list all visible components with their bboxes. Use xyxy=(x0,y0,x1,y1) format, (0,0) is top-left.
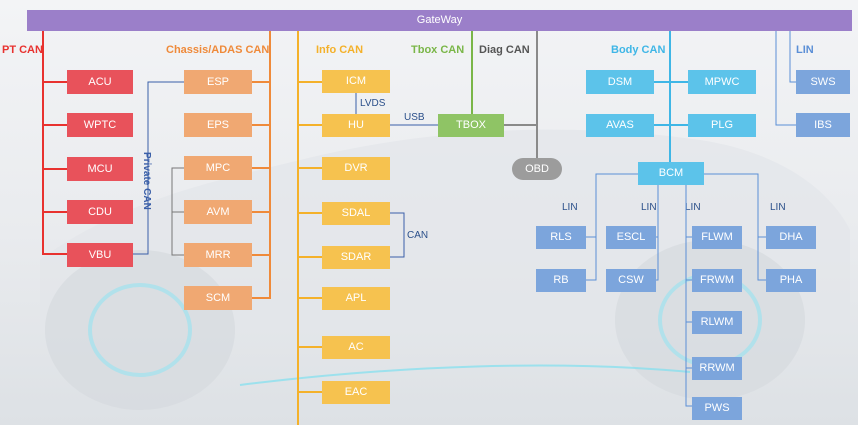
node-acu[interactable]: ACU xyxy=(67,70,133,94)
lin-label-1: LIN xyxy=(562,202,578,213)
node-eac[interactable]: EAC xyxy=(322,381,390,404)
node-dvr[interactable]: DVR xyxy=(322,157,390,180)
body-can-label: Body CAN xyxy=(611,44,666,56)
node-esp[interactable]: ESP xyxy=(184,70,252,94)
usb-label: USB xyxy=(404,112,425,123)
lin-label-3: LIN xyxy=(685,202,701,213)
can-link-label: CAN xyxy=(407,230,429,241)
node-tbox[interactable]: TBOX xyxy=(438,114,504,137)
lin-top-label: LIN xyxy=(796,44,814,56)
node-avm[interactable]: AVM xyxy=(184,200,252,224)
node-mrr[interactable]: MRR xyxy=(184,243,252,267)
node-hu[interactable]: HU xyxy=(322,114,390,137)
node-icm[interactable]: ICM xyxy=(322,70,390,93)
node-cdu[interactable]: CDU xyxy=(67,200,133,224)
node-avas[interactable]: AVAS xyxy=(586,114,654,137)
node-sdal[interactable]: SDAL xyxy=(322,202,390,225)
lin-label-4: LIN xyxy=(770,202,786,213)
node-escl[interactable]: ESCL xyxy=(606,226,656,249)
node-mpc[interactable]: MPC xyxy=(184,156,252,180)
node-flwm[interactable]: FLWM xyxy=(692,226,742,249)
node-ac[interactable]: AC xyxy=(322,336,390,359)
node-apl[interactable]: APL xyxy=(322,287,390,310)
pt-can-label: PT CAN xyxy=(2,44,43,56)
node-pws[interactable]: PWS xyxy=(692,397,742,420)
node-dha[interactable]: DHA xyxy=(766,226,816,249)
node-rlwm[interactable]: RLWM xyxy=(692,311,742,334)
node-scm[interactable]: SCM xyxy=(184,286,252,310)
node-eps[interactable]: EPS xyxy=(184,113,252,137)
node-sdar[interactable]: SDAR xyxy=(322,246,390,269)
lvds-label: LVDS xyxy=(360,98,386,109)
node-frwm[interactable]: FRWM xyxy=(692,269,742,292)
node-csw[interactable]: CSW xyxy=(606,269,656,292)
tbox-can-label: Tbox CAN xyxy=(411,44,465,56)
node-rb[interactable]: RB xyxy=(536,269,586,292)
node-mpwc[interactable]: MPWC xyxy=(688,70,756,94)
node-sws[interactable]: SWS xyxy=(796,70,850,94)
node-wptc[interactable]: WPTC xyxy=(67,113,133,137)
node-vbu[interactable]: VBU xyxy=(67,243,133,267)
node-mcu[interactable]: MCU xyxy=(67,157,133,181)
node-rrwm[interactable]: RRWM xyxy=(692,357,742,380)
node-plg[interactable]: PLG xyxy=(688,114,756,137)
diag-can-label: Diag CAN xyxy=(479,44,530,56)
info-can-label: Info CAN xyxy=(316,44,364,56)
node-ibs[interactable]: IBS xyxy=(796,113,850,137)
lin-label-2: LIN xyxy=(641,202,657,213)
node-pha[interactable]: PHA xyxy=(766,269,816,292)
node-bcm[interactable]: BCM xyxy=(638,162,704,185)
chassis-can-label: Chassis/ADAS CAN xyxy=(166,44,270,56)
node-dsm[interactable]: DSM xyxy=(586,70,654,94)
gateway-bar: GateWay xyxy=(27,10,852,31)
node-obd[interactable]: OBD xyxy=(512,158,562,180)
node-rls[interactable]: RLS xyxy=(536,226,586,249)
